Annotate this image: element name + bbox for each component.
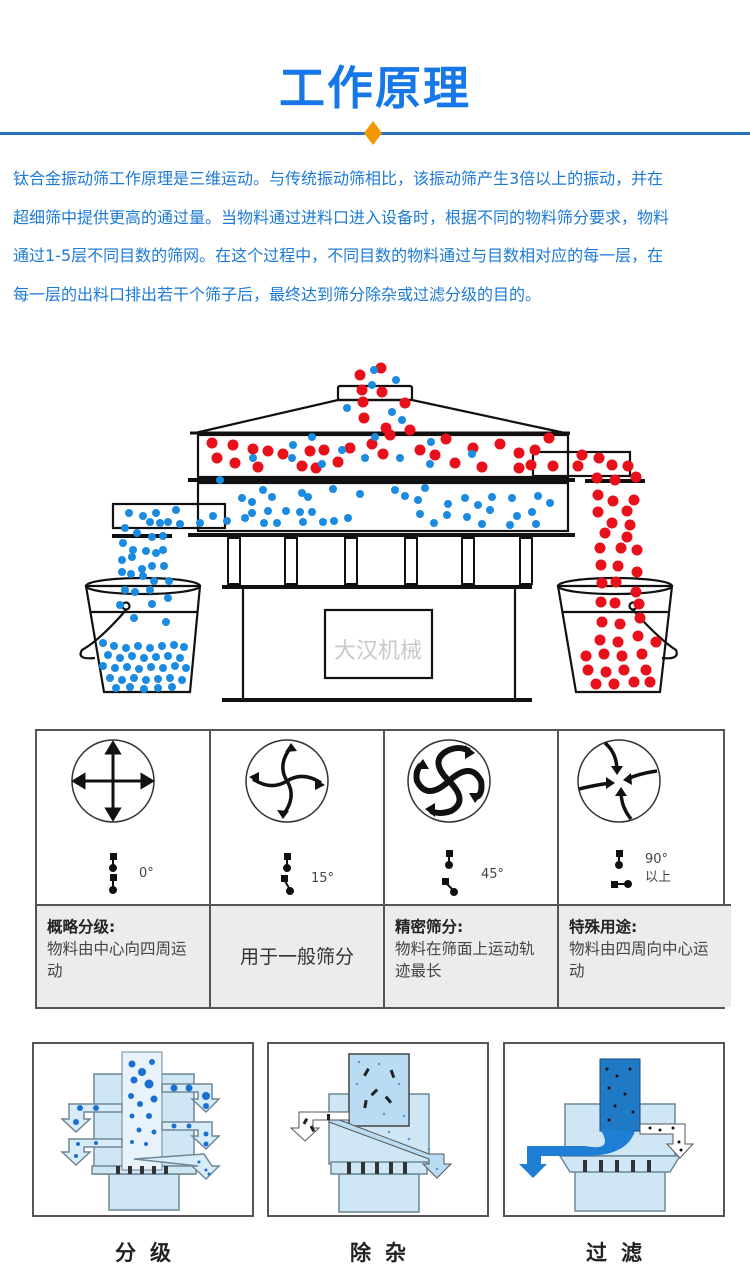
intro-line: 钛合金振动筛工作原理是三维运动。与传统振动筛相比，该振动筛产生3倍以上的振动，并… [13,169,664,188]
application-grading: 分级 [32,1042,254,1267]
motion-angle-table: 0° 15° [35,729,731,1009]
strong-spiral-icon [407,739,491,896]
motion-cell-45-degree: 45° [385,731,559,906]
motion-desc-cell: 概略分级: 物料由中心向四周运动 [37,906,211,1007]
desc-heading: 特殊用途: [569,918,638,936]
motion-desc-cell: 用于一般筛分 [211,906,385,1007]
application-label: 过滤 [586,1241,656,1265]
desc-text: 物料在筛面上运动轨迹最长 [395,940,535,980]
inward-arrows-icon [577,739,661,888]
motion-desc-cell: 精密筛分: 物料在筛面上运动轨迹最长 [385,906,559,1007]
motion-cell-0-degree: 0° [37,731,211,906]
motion-desc-cell: 特殊用途: 物料由四周向中心运动 [559,906,731,1007]
light-spiral-icon [245,739,329,895]
application-filtering: 过滤 [503,1042,725,1267]
motion-cell-90-degree: 90° 以上 [559,731,731,906]
impurity-removal-diagram [267,1042,489,1217]
application-label: 分级 [115,1241,185,1265]
angle-label: 90° 以上 [645,852,672,885]
filtering-diagram [503,1042,725,1217]
watermark-text: 大汉机械 [334,639,422,664]
diamond-icon [364,121,382,145]
desc-heading: 概略分级: [47,918,116,936]
desc-text: 物料由四周向中心运动 [569,940,709,980]
desc-heading: 精密筛分: [395,918,464,936]
filtering-illustration [519,1058,695,1212]
motion-cell-15-degree: 15° [211,731,385,906]
angle-label: 45° [481,867,505,882]
grading-diagram [32,1042,254,1217]
desc-text: 物料由中心向四周运动 [47,940,187,980]
application-label: 除杂 [350,1241,420,1265]
intro-line: 超细筛中提供更高的通过量。当物料通过进料口进入设备时，根据不同的物料筛分要求，物… [13,207,670,227]
intro-line: 每一层的出料口排出若干个筛子后，最终达到筛分除杂或过滤分级的目的。 [13,284,542,304]
cross-arrows-icon [71,739,155,894]
desc-text: 用于一般筛分 [239,945,354,968]
angle-label: 0° [139,866,154,881]
intro-paragraph: 钛合金振动筛工作原理是三维运动。与传统振动筛相比，该振动筛产生3倍以上的振动，并… [13,160,743,314]
grading-illustration [60,1051,221,1211]
impurity-removal-illustration [289,1053,453,1213]
angle-label: 15° [311,871,335,886]
page-title: 工作原理 [279,61,471,115]
application-impurity-removal: 除杂 [267,1042,489,1267]
vibrating-screen-diagram: 大汉机械 [79,362,678,702]
intro-line: 通过1-5层不同目数的筛网。在这个过程中，不同目数的物料通过与目数相对应的每一层… [13,246,664,265]
